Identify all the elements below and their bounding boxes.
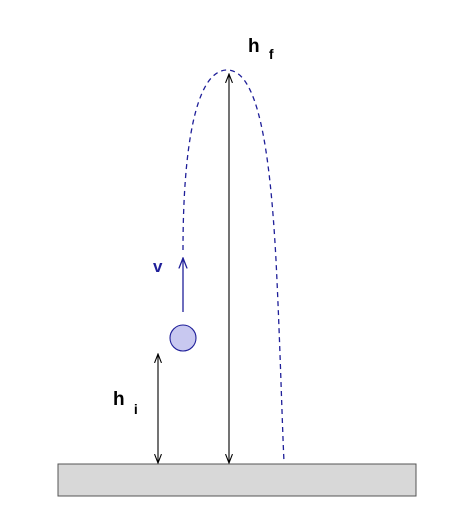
final-height-label: h f (248, 36, 274, 62)
initial-height-label: h i (113, 389, 138, 417)
trajectory-path (182, 69, 285, 463)
initial-height-main: h (113, 389, 125, 410)
final-height-main: h (248, 36, 260, 57)
ground-slab (57, 463, 417, 497)
velocity-label: v (153, 257, 163, 276)
final-height-sub: f (269, 46, 274, 62)
initial-height-sub: i (134, 401, 138, 417)
ball (169, 324, 197, 352)
